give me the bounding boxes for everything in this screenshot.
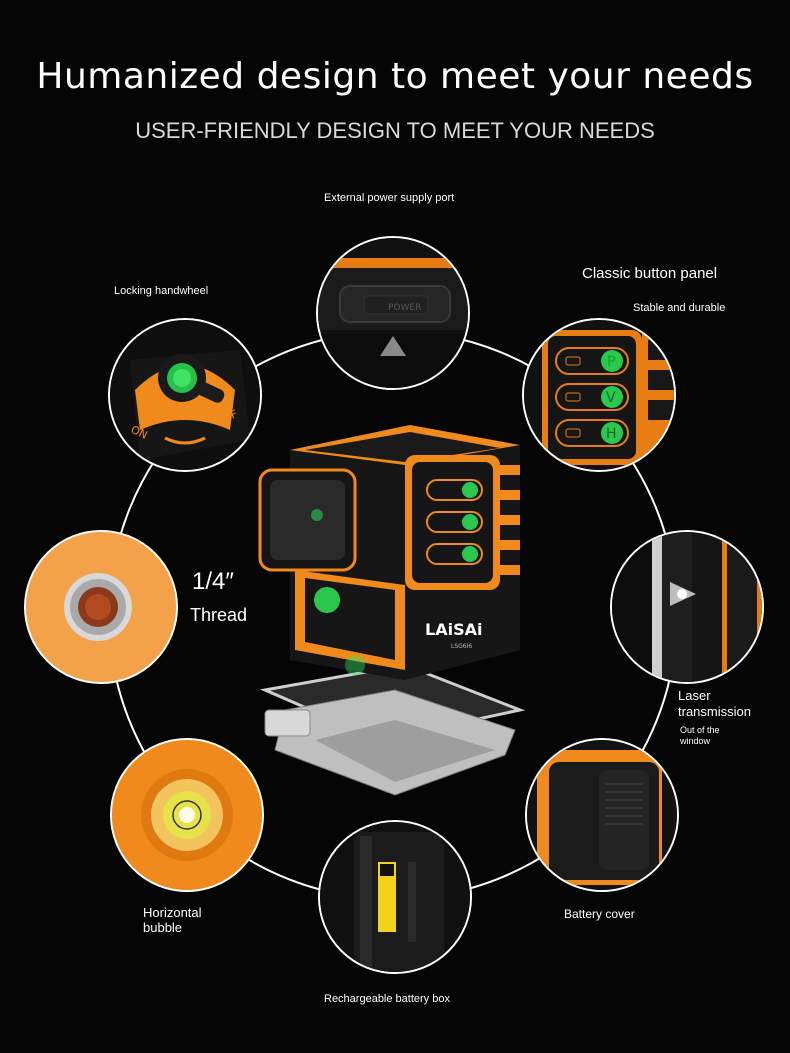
level-vial-image bbox=[112, 740, 262, 890]
button-panel-title: Classic button panel bbox=[582, 265, 718, 282]
laser-level-device: LAiSAi LSG6I6 bbox=[258, 425, 526, 796]
power-port-image: POWER bbox=[318, 238, 468, 388]
locking-handwheel-bubble: ON OFF bbox=[108, 318, 262, 472]
battery-box-bubble bbox=[318, 820, 472, 974]
button-v-text: V bbox=[606, 390, 616, 406]
model-text: LSG6I6 bbox=[451, 643, 472, 650]
laser-sub-1: Out of the bbox=[680, 725, 720, 735]
thread-bubble bbox=[24, 530, 178, 684]
fine-adjust-knob bbox=[264, 709, 311, 737]
button-panel-sub: Stable and durable bbox=[633, 302, 726, 314]
battery-cover-bubble bbox=[525, 738, 679, 892]
button-panel-image: P V H bbox=[524, 320, 674, 470]
button-panel-bubble: P V H bbox=[522, 318, 676, 472]
thread-image bbox=[26, 532, 176, 682]
power-port-bubble: POWER bbox=[316, 236, 470, 390]
page-title: Humanized design to meet your needs bbox=[36, 56, 754, 97]
locking-handwheel-label: Locking handwheel bbox=[114, 285, 209, 297]
horizontal-bubble-label-2: bubble bbox=[143, 920, 183, 935]
handwheel-image: ON OFF bbox=[110, 320, 260, 470]
laser-title-1: Laser bbox=[678, 688, 711, 703]
power-text: POWER bbox=[388, 303, 421, 313]
horizontal-bubble-bubble bbox=[110, 738, 264, 892]
battery-box-label: Rechargeable battery box bbox=[324, 993, 450, 1005]
battery-cover-image bbox=[527, 740, 677, 890]
horizontal-bubble-label-1: Horizontal bbox=[143, 905, 202, 920]
horizontal-bubble-label: Horizontal bubble bbox=[143, 905, 202, 935]
laser-title-2: transmission bbox=[678, 704, 751, 719]
thread-size: 1/4″ bbox=[192, 568, 234, 595]
laser-window-image bbox=[612, 532, 762, 682]
on-text: ON bbox=[129, 423, 150, 442]
battery-cover-label: Battery cover bbox=[564, 907, 635, 921]
button-p-text: P bbox=[607, 354, 615, 370]
power-port-label: External power supply port bbox=[324, 192, 455, 204]
thread-label: Thread bbox=[190, 605, 248, 625]
brand-logo: LAiSAi bbox=[425, 620, 482, 639]
button-h-text: H bbox=[606, 426, 617, 442]
laser-sub-2: window bbox=[680, 736, 711, 746]
battery-box-image bbox=[320, 822, 470, 972]
page-subtitle: USER-FRIENDLY DESIGN TO MEET YOUR NEEDS bbox=[135, 118, 655, 143]
laser-window-bubble bbox=[610, 530, 764, 684]
